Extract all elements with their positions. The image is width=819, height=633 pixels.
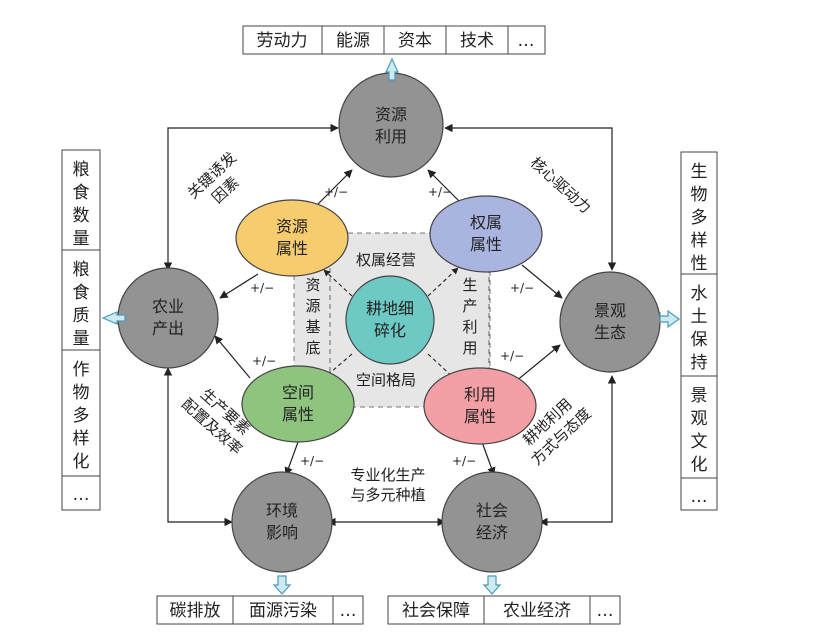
resource-use-label: 资源 <box>375 105 407 124</box>
agri-output-circle <box>117 267 219 369</box>
use-attr-label: 利用 <box>464 385 496 404</box>
bottom-socio-box: 社会保障 农业经济 … <box>387 595 621 625</box>
right-arrow-icon <box>659 309 681 329</box>
spatial-attr-label: 空间 <box>282 383 314 402</box>
prod-use-char: 用 <box>462 339 477 357</box>
env-item: 面源污染 <box>249 601 317 621</box>
key-trigger-annotation: 关键诱发 因素 <box>184 148 243 206</box>
ownership-attr-ellipse <box>429 195 543 273</box>
resource-base-label: 资 源 基 底 <box>305 276 320 357</box>
prod-use-char: 利 <box>462 318 477 336</box>
socio-item: … <box>597 601 614 621</box>
attribute-arrows <box>214 169 563 476</box>
socio-item: 农业经济 <box>503 601 571 621</box>
env-item: 碳排放 <box>170 601 221 621</box>
ownership-mgmt-label: 权属经营 <box>356 251 416 269</box>
ownership-attr-label: 权属 <box>470 213 502 232</box>
resource-base-char: 底 <box>305 339 320 357</box>
spatial-attr-label: 属性 <box>282 405 314 424</box>
specialization-line: 专业化生产 <box>350 466 425 484</box>
socio-economy-label: 社会 <box>476 501 508 520</box>
landscape-label: 生态 <box>594 323 626 342</box>
left-outputs-box: 粮食数量粮食质量作物多样化 … <box>61 149 101 511</box>
core-driver-annotation: 核心驱动力 <box>527 153 595 217</box>
environment-circle <box>231 471 333 573</box>
outer-loop-connectors <box>163 123 617 527</box>
right-ecology-item: 水土保持 <box>691 284 708 373</box>
node-resource-attr: 资源 属性 <box>235 199 349 277</box>
left-output-item: 粮食质量 <box>73 260 90 349</box>
node-environment: 环境 影响 <box>231 471 333 573</box>
resource-base-char: 基 <box>305 318 320 336</box>
node-center: 耕地细 碎化 <box>345 275 435 365</box>
up-arrow-icon <box>385 57 399 81</box>
top-factor-item: 资本 <box>398 31 432 51</box>
center-label: 碎化 <box>374 321 406 340</box>
effect-label: +/− <box>324 185 348 199</box>
agri-output-label: 农业 <box>152 297 184 316</box>
prod-use-char: 产 <box>462 297 477 315</box>
specialization-line: 与多元种植 <box>350 486 425 504</box>
center-label: 耕地细 <box>366 299 414 318</box>
left-arrow-icon <box>101 311 126 325</box>
effect-label: +/− <box>428 185 452 199</box>
effect-label: +/− <box>500 349 524 363</box>
node-landscape: 景观 生态 <box>559 271 661 373</box>
effect-label: +/− <box>252 354 276 368</box>
effect-label: +/− <box>452 454 476 468</box>
resource-use-label: 利用 <box>375 127 407 146</box>
node-spatial-attr: 空间 属性 <box>241 365 355 443</box>
ownership-attr-label: 属性 <box>470 235 502 254</box>
spatial-attr-ellipse <box>241 365 355 443</box>
left-output-item: 粮食数量 <box>73 160 90 249</box>
top-factor-item: 劳动力 <box>257 31 308 51</box>
resource-use-circle <box>338 72 444 178</box>
prod-use-char: 生 <box>462 276 477 294</box>
environment-label: 影响 <box>266 523 298 542</box>
top-factor-item: 技术 <box>460 31 494 51</box>
resource-attr-label: 属性 <box>276 239 308 258</box>
resource-base-char: 资 <box>305 276 320 294</box>
bottom-env-box: 碳排放 面源污染 … <box>156 595 364 625</box>
socio-item: 社会保障 <box>402 601 470 621</box>
right-ecology-box: 生物多样性水土保持景观文化 … <box>680 151 718 511</box>
node-use-attr: 利用 属性 <box>423 367 537 445</box>
resource-attr-ellipse <box>235 199 349 277</box>
prod-use-label: 生 产 利 用 <box>462 276 477 357</box>
use-attr-ellipse <box>423 367 537 445</box>
use-attr-label: 属性 <box>464 407 496 426</box>
left-output-item: 作物多样化 <box>73 360 90 472</box>
down-arrow-icon <box>272 575 292 595</box>
down-arrow-icon <box>482 575 502 595</box>
top-factor-item: … <box>518 31 535 51</box>
resource-base-char: 源 <box>305 297 320 315</box>
node-agri-output: 农业 产出 <box>117 267 219 369</box>
landscape-label: 景观 <box>594 301 626 320</box>
landscape-circle <box>559 271 661 373</box>
socio-economy-circle <box>441 471 543 573</box>
node-socio-economy: 社会 经济 <box>441 471 543 573</box>
specialization-annotation: 专业化生产 与多元种植 <box>350 466 425 504</box>
socio-economy-label: 经济 <box>476 523 508 542</box>
right-ecology-item: 景观文化 <box>691 386 708 475</box>
top-factor-item: 能源 <box>336 31 370 51</box>
right-ecology-item: 生物多样性 <box>691 162 708 274</box>
effect-label: +/− <box>300 454 324 468</box>
env-item: … <box>340 601 357 621</box>
agri-output-label: 产出 <box>152 319 184 338</box>
spatial-pattern-label: 空间格局 <box>356 371 416 389</box>
effect-label: +/− <box>510 281 534 295</box>
effect-label: +/− <box>250 281 274 295</box>
left-output-item: … <box>73 485 90 505</box>
block-arrows <box>101 57 681 595</box>
top-factors-box: 劳动力 能源 资本 技术 … <box>242 25 546 55</box>
node-ownership-attr: 权属 属性 <box>429 195 543 273</box>
environment-label: 环境 <box>266 501 298 520</box>
center-circle <box>345 275 435 365</box>
right-ecology-item: … <box>691 487 708 507</box>
resource-attr-label: 资源 <box>276 217 308 236</box>
node-resource-use: 资源 利用 <box>338 72 444 178</box>
